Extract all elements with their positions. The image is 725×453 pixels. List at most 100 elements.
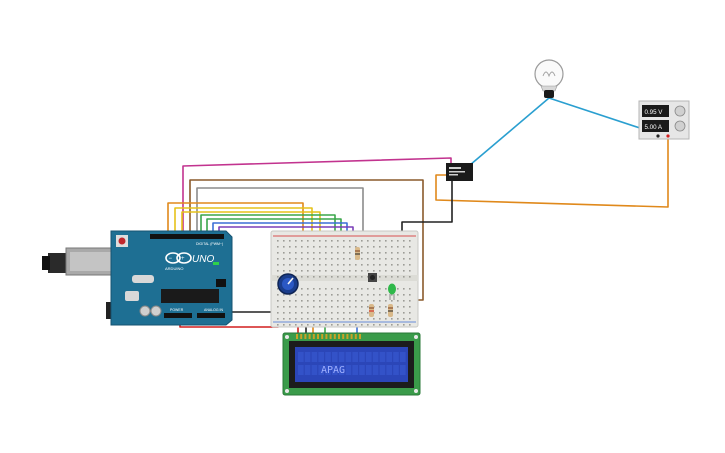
wire-magenta[interactable] bbox=[182, 157, 452, 238]
lcd-cell bbox=[304, 352, 311, 362]
terminal-positive[interactable] bbox=[666, 134, 670, 138]
breadboard-hole bbox=[403, 252, 405, 254]
wire-cyan-bulb[interactable] bbox=[469, 97, 550, 166]
lcd-text: APAG bbox=[321, 365, 345, 376]
lcd-cell bbox=[298, 352, 304, 362]
breadboard-hole bbox=[307, 300, 309, 302]
breadboard-hole bbox=[283, 258, 285, 260]
breadboard-hole bbox=[385, 258, 387, 260]
led-icon[interactable] bbox=[388, 283, 396, 301]
breadboard-hole bbox=[367, 276, 369, 278]
relay-icon[interactable] bbox=[446, 163, 473, 181]
breadboard-hole bbox=[301, 252, 303, 254]
breadboard-hole bbox=[349, 252, 351, 254]
reset-button-cap[interactable] bbox=[118, 237, 126, 245]
breadboard-hole bbox=[361, 288, 363, 290]
breadboard-hole bbox=[367, 288, 369, 290]
breadboard-hole bbox=[397, 300, 399, 302]
breadboard-hole bbox=[289, 252, 291, 254]
current-knob[interactable] bbox=[674, 120, 686, 132]
breadboard-hole bbox=[325, 240, 327, 242]
lcd-pin bbox=[296, 334, 298, 339]
breadboard-hole bbox=[277, 312, 279, 314]
breadboard-hole bbox=[385, 306, 387, 308]
breadboard-hole bbox=[313, 294, 315, 296]
breadboard-hole bbox=[403, 240, 405, 242]
breadboard-hole bbox=[409, 300, 411, 302]
breadboard-hole bbox=[361, 258, 363, 260]
resistor-3[interactable] bbox=[388, 304, 393, 317]
breadboard-hole bbox=[367, 306, 369, 308]
wire-black-relay[interactable] bbox=[401, 180, 453, 238]
capacitor-1 bbox=[139, 305, 151, 317]
wire-orange-supply[interactable] bbox=[435, 138, 669, 208]
breadboard-hole bbox=[349, 246, 351, 248]
breadboard-hole bbox=[325, 318, 327, 320]
arduino-uno-board[interactable]: DIGITAL (PWM~) − + UNO ARDUINO POWER ANA… bbox=[42, 230, 233, 326]
breadboard-hole bbox=[337, 258, 339, 260]
breadboard-hole bbox=[295, 258, 297, 260]
breadboard-hole bbox=[409, 270, 411, 272]
light-bulb-icon[interactable] bbox=[534, 59, 564, 98]
breadboard-hole bbox=[295, 300, 297, 302]
breadboard-hole bbox=[301, 246, 303, 248]
potentiometer-icon[interactable] bbox=[277, 273, 299, 295]
breadboard-hole bbox=[391, 324, 393, 326]
breadboard-hole bbox=[373, 240, 375, 242]
breadboard-hole bbox=[367, 318, 369, 320]
breadboard-hole bbox=[307, 270, 309, 272]
breadboard-hole bbox=[325, 312, 327, 314]
breadboard-hole bbox=[331, 300, 333, 302]
lcd-cell bbox=[352, 352, 358, 362]
breadboard-hole bbox=[277, 270, 279, 272]
lcd-cell bbox=[325, 365, 331, 375]
breadboard-hole bbox=[277, 252, 279, 254]
breadboard-hole bbox=[361, 264, 363, 266]
lcd-pin bbox=[333, 334, 336, 339]
breadboard-hole bbox=[331, 258, 333, 260]
breadboard-hole bbox=[397, 294, 399, 296]
breadboard-hole bbox=[391, 270, 393, 272]
breadboard-hole bbox=[319, 324, 321, 326]
terminal-negative[interactable] bbox=[656, 134, 660, 138]
breadboard-hole bbox=[313, 252, 315, 254]
breadboard-hole bbox=[355, 306, 357, 308]
lcd-cell bbox=[338, 365, 345, 375]
breadboard-hole bbox=[379, 246, 381, 248]
breadboard-hole bbox=[373, 324, 375, 326]
power-header bbox=[164, 313, 192, 318]
breadboard-hole bbox=[289, 300, 291, 302]
resistor-1[interactable] bbox=[355, 247, 360, 260]
breadboard-hole bbox=[319, 270, 321, 272]
breadboard-hole bbox=[409, 312, 411, 314]
breadboard-hole bbox=[295, 318, 297, 320]
lcd-cell bbox=[366, 365, 372, 375]
breadboard-hole bbox=[325, 270, 327, 272]
breadboard-hole bbox=[409, 276, 411, 278]
breadboard-hole bbox=[337, 276, 339, 278]
breadboard-hole bbox=[349, 258, 351, 260]
breadboard-hole bbox=[361, 300, 363, 302]
lcd-cell bbox=[352, 365, 358, 375]
resistor-2[interactable] bbox=[369, 304, 374, 317]
lcd-cell bbox=[318, 365, 324, 375]
lcd-16x2[interactable]: APAG bbox=[282, 332, 421, 396]
lcd-cell bbox=[379, 365, 386, 375]
breadboard-hole bbox=[307, 264, 309, 266]
wire-brown[interactable] bbox=[189, 179, 424, 301]
breadboard-hole bbox=[391, 300, 393, 302]
breadboard-hole bbox=[349, 240, 351, 242]
pushbutton-icon[interactable] bbox=[368, 273, 377, 282]
digital-header bbox=[150, 234, 224, 239]
voltage-knob[interactable] bbox=[674, 105, 686, 117]
breadboard-hole bbox=[379, 270, 381, 272]
power-supply[interactable]: 0.95 V 5.00 A bbox=[638, 100, 690, 140]
breadboard-hole bbox=[379, 324, 381, 326]
power-header-label: POWER bbox=[170, 308, 184, 312]
breadboard-hole bbox=[343, 318, 345, 320]
breadboard-hole bbox=[397, 306, 399, 308]
lcd-cell bbox=[332, 365, 338, 375]
breadboard-hole bbox=[367, 270, 369, 272]
breadboard-hole bbox=[295, 306, 297, 308]
